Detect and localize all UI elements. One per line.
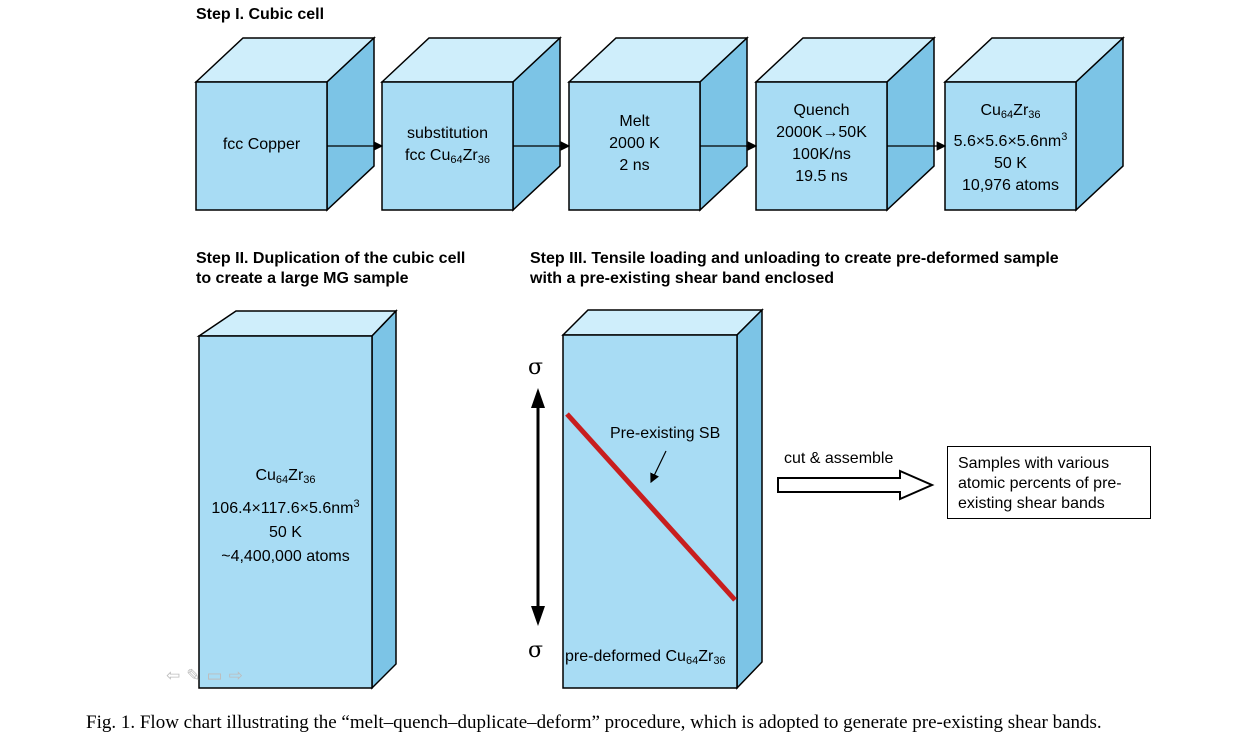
sigma-top-label: σ [528, 355, 544, 380]
forward-arrow-icon[interactable]: ⇨ [228, 666, 249, 685]
step1-title: Step I. Cubic cell [196, 6, 325, 23]
pencil-icon[interactable]: ✎ [186, 666, 207, 685]
cube2-label: substitution fcc Cu64Zr36 [405, 125, 490, 166]
cut-assemble-label: cut & assemble [784, 450, 894, 467]
shear-band-label: Pre-existing SB [610, 425, 721, 442]
nav-toolbar: ⇦✎▭⇨ [166, 666, 249, 686]
cube-quench [754, 36, 936, 212]
cube-cuzr-cell [943, 36, 1125, 212]
step2-title: Step II. Duplication of the cubic cell t… [196, 250, 466, 287]
cube3-label: Melt 2000 K 2 ns [609, 113, 660, 174]
shear-band-line [565, 412, 737, 602]
step3-title: Step III. Tensile loading and unloading … [530, 250, 1059, 287]
tensile-stress-arrow [531, 388, 545, 626]
cube-melt [567, 36, 749, 212]
cube5-label: Cu64Zr36 5.6×5.6×5.6nm3 50 K 10,976 atom… [953, 102, 1068, 194]
cube1-label: fcc Copper [222, 136, 301, 153]
screen-icon[interactable]: ▭ [206, 666, 229, 685]
cube-substitution [380, 36, 562, 212]
back-arrow-icon[interactable]: ⇦ [166, 666, 187, 685]
result-box: Samples with various atomic percents of … [947, 446, 1151, 519]
large-mg-sample [196, 309, 398, 690]
result-text: Samples with various atomic percents of … [958, 455, 1122, 512]
large-sample-label: Cu64Zr36 106.4×117.6×5.6nm3 50 K ~4,400,… [211, 467, 360, 565]
figure-caption: Fig. 1. Flow chart illustrating the “mel… [86, 712, 1102, 733]
sigma-bottom-label: σ [528, 638, 544, 663]
cut-assemble-arrow [777, 469, 935, 501]
cube4-label: Quench 2000K→50K 100K/ns 19.5 ns [776, 102, 867, 185]
sb-pointer-arrow [650, 450, 667, 484]
cube-fcc-copper [194, 36, 376, 212]
pre-deformed-label: pre-deformed Cu64Zr36 [565, 648, 726, 667]
pre-deformed-sample [561, 308, 764, 690]
